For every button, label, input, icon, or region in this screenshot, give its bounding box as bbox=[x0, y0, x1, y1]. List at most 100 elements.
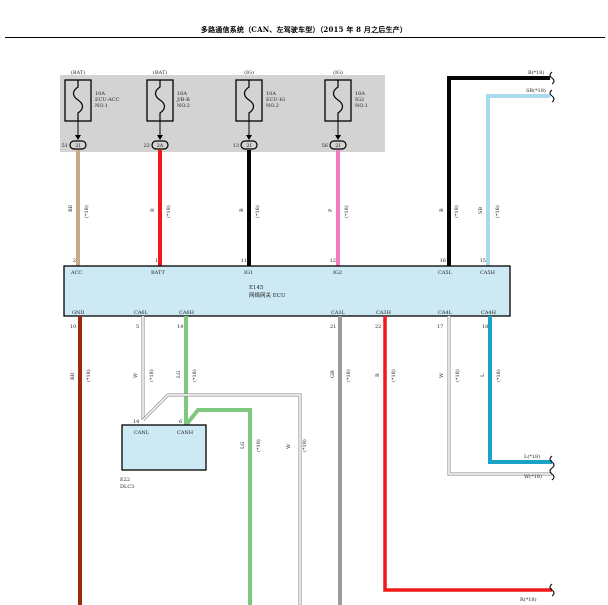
ecu-top-pin-2-num: 1 bbox=[155, 258, 158, 264]
wire-1-ref: (*18) bbox=[83, 205, 90, 218]
fuse-4-symbol bbox=[332, 80, 344, 121]
dlc-pin-2-num: 6 bbox=[179, 419, 182, 425]
fuse-4-source: (IG) bbox=[333, 69, 343, 76]
dlc-pin-1-label: CANL bbox=[134, 430, 150, 436]
ecu-bottom-pin-6-num: 17 bbox=[437, 324, 443, 330]
fuse-3-no: NO.2 bbox=[266, 103, 279, 109]
ecu-top-pin-4-label: IG2 bbox=[333, 270, 342, 276]
fuse-3-source: (IG) bbox=[244, 69, 254, 76]
fuse-3-name: ECU-IG bbox=[266, 97, 285, 103]
wire-b-ca5l bbox=[447, 76, 550, 266]
ecu-bottom-pin-7-label: CA4H bbox=[481, 310, 497, 316]
dlc-box bbox=[121, 424, 207, 471]
fuse-3-symbol bbox=[243, 80, 255, 121]
fuse-4-no: NO.1 bbox=[355, 103, 368, 109]
ecu-bottom-pin-1-label: GND bbox=[72, 310, 84, 316]
fuse-1-rating: 10A bbox=[95, 91, 105, 97]
wire-14-ref: (*19) bbox=[255, 439, 262, 452]
ecu-bottom-pin-5-label: CA3H bbox=[376, 310, 392, 316]
fuse-3-rating: 10A bbox=[266, 91, 276, 97]
fuse-2-rating: 10A bbox=[177, 91, 187, 97]
fuse-3-pin: 13 bbox=[233, 143, 239, 149]
offpage-b-top-break bbox=[549, 71, 555, 85]
ecu-top-pin-5-label: CA5L bbox=[438, 270, 453, 276]
wire-3-color: B bbox=[239, 208, 245, 212]
wire-10-ref: (*18) bbox=[345, 369, 352, 382]
ecu-bottom-pin-3-num: 14 bbox=[177, 324, 183, 330]
fuse-3 bbox=[235, 79, 263, 140]
ecu-top-pin-3-label: IG1 bbox=[244, 270, 253, 276]
ecu-top-pin-2-label: BATT bbox=[151, 270, 165, 276]
wire-4-ref: (*18) bbox=[343, 205, 350, 218]
fuse-1-symbol bbox=[72, 80, 84, 121]
title-rule bbox=[5, 37, 605, 38]
ecu-bottom-pin-4-num: 21 bbox=[330, 324, 336, 330]
offpage-w-right-label: W(*18) bbox=[524, 473, 542, 480]
ecu-box bbox=[63, 265, 511, 317]
fuse-1-source: (BAT) bbox=[71, 69, 85, 76]
wire-2-ref: (*18) bbox=[165, 205, 172, 218]
ecu-top-pin-1-num: 2 bbox=[73, 258, 76, 264]
wire-5-color: B bbox=[439, 208, 445, 212]
fuse-2-no: NO.2 bbox=[177, 103, 190, 109]
wire-12-color: W bbox=[439, 372, 445, 378]
offpage-b-top-label: B(*18) bbox=[528, 69, 544, 76]
ecu-bottom-pin-2-num: 5 bbox=[136, 324, 139, 330]
offpage-sb-top-break bbox=[549, 89, 555, 103]
junction-block bbox=[60, 75, 385, 152]
ecu-top-pin-6-label: CA5H bbox=[480, 270, 496, 276]
wire-8-ref: (*18) bbox=[148, 369, 155, 382]
fuse-2-source: (BAT) bbox=[153, 69, 167, 76]
ecu-bottom-pin-7-num: 18 bbox=[482, 324, 488, 330]
ecu-top-pin-6-num: 15 bbox=[480, 258, 486, 264]
fuse-2-connector bbox=[151, 140, 169, 150]
wire-3-ref: (*18) bbox=[254, 205, 261, 218]
wire-15-ref: (*19) bbox=[301, 439, 308, 452]
fuse-2-name: J/B-B bbox=[176, 97, 190, 103]
fuse-4-pin: 56 bbox=[322, 143, 328, 149]
wire-7-ref: (*18) bbox=[85, 369, 92, 382]
wire-7-color: BR bbox=[70, 372, 76, 380]
dlc-code: E22 bbox=[120, 477, 130, 483]
wire-9-ref: (*18) bbox=[191, 369, 198, 382]
fuse-1 bbox=[64, 79, 92, 140]
dlc-pin-2-label: CANH bbox=[177, 430, 194, 436]
ecu-bottom-pin-2-label: CA6L bbox=[134, 310, 149, 316]
fuse-4-name: IG2 bbox=[355, 97, 364, 103]
fuse-2-symbol bbox=[154, 80, 166, 121]
ecu-bottom-pin-6-label: CA4L bbox=[438, 310, 453, 316]
fuse-4-rating: 10A bbox=[355, 91, 365, 97]
wire-5-ref: (*18) bbox=[453, 205, 460, 218]
ecu-code: E145 bbox=[249, 285, 264, 291]
ecu-name: 网络网关 ECU bbox=[249, 291, 286, 299]
ecu-bottom-pin-3-label: CA6H bbox=[179, 310, 195, 316]
wire-2-color: R bbox=[150, 208, 156, 212]
wire-lg-dlc bbox=[184, 408, 252, 605]
offpage-w-break bbox=[549, 467, 555, 481]
fuse-3-connector bbox=[240, 140, 258, 150]
wire-4-color: P bbox=[328, 208, 334, 212]
ecu-bottom-pin-1-num: 10 bbox=[70, 324, 76, 330]
wire-13-color: L bbox=[480, 373, 486, 377]
fuse-2-connector-label: 2A bbox=[157, 143, 164, 149]
fuse-1-no: NO.1 bbox=[95, 103, 108, 109]
fuse-1-connector bbox=[69, 140, 87, 150]
offpage-l-break bbox=[549, 455, 555, 469]
fuse-4 bbox=[324, 79, 352, 140]
wire-11-color: R bbox=[375, 373, 381, 377]
wire-w-ca4l bbox=[447, 316, 552, 476]
ecu-top-pin-3-num: 11 bbox=[241, 258, 247, 264]
wire-6-ref: (*18) bbox=[494, 205, 501, 218]
wire-15-color: W bbox=[286, 443, 292, 449]
wire-sb-ca5h bbox=[486, 94, 550, 266]
dlc-name: DLC3 bbox=[120, 484, 134, 490]
wire-w-ca4l-core bbox=[448, 316, 552, 475]
ecu-top-pin-1-label: ACC bbox=[70, 270, 82, 276]
offpage-l-right-label: L(*18) bbox=[524, 453, 540, 460]
fuse-2 bbox=[146, 79, 174, 140]
fuse-4-connector-label: 2I bbox=[335, 143, 340, 149]
wire-1-color: BE bbox=[68, 204, 74, 212]
wire-6-color: SB bbox=[478, 207, 484, 214]
wire-9-color: LG bbox=[176, 371, 182, 378]
